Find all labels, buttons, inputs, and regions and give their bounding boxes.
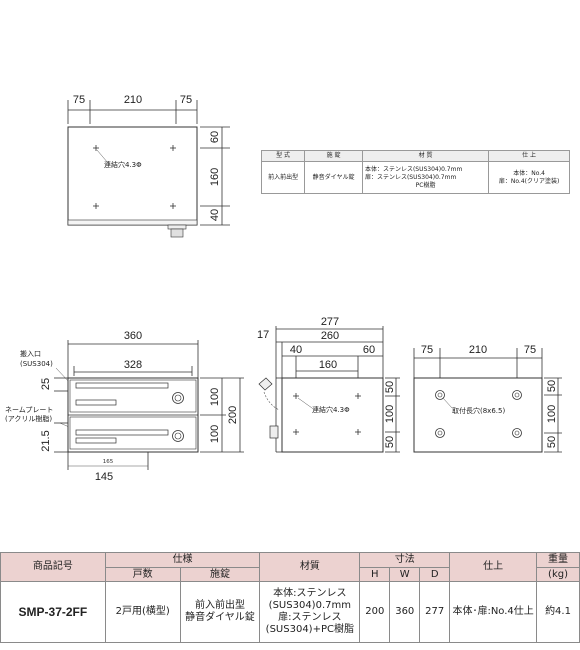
front-width-total: 360: [124, 330, 142, 342]
side-dim-160: 160: [319, 359, 337, 371]
spec-header-finish: 仕 上: [488, 150, 570, 162]
top-right-dim-3: 40: [209, 209, 221, 221]
product-code: SMP-37-2FF: [0, 581, 106, 643]
back-right-dim-3: 50: [546, 436, 558, 448]
spec-finish-line: 本体：No.4: [513, 169, 545, 177]
spec-finish-line: 扉：No.4(クリア塗装): [498, 177, 560, 185]
top-view: 75 210 75 連結穴4.3Φ 60 160 40: [67, 94, 230, 238]
header-h: H: [359, 567, 391, 582]
slot-label-2: (SUS304): [20, 360, 53, 368]
product-weight: 約4.1: [536, 581, 580, 643]
header-code: 商品記号: [0, 552, 106, 582]
header-units: 戸数: [104, 567, 181, 582]
front-height-total: 200: [227, 406, 239, 424]
spec-header-type: 型 式: [260, 150, 306, 162]
spec-table: 型 式 施 錠 材 質 仕 上 前入前出型 静音ダイヤル錠 本体：ステンレス(S…: [260, 150, 570, 194]
front-bottom-dim: 145: [95, 471, 113, 483]
plate-label-1: ネームプレート: [5, 406, 53, 414]
back-view: 75 210 75 取付長穴(8x6.5) 50 100 50: [413, 344, 562, 453]
back-right-dim-1: 50: [546, 380, 558, 392]
header-weight-unit: (kg): [536, 567, 580, 582]
header-size: 寸法: [359, 552, 451, 568]
side-right-dim-1: 50: [384, 381, 396, 393]
product-units: 2戸用(横型): [104, 581, 181, 643]
side-dim-260: 260: [321, 330, 339, 342]
technical-drawing: 75 210 75 連結穴4.3Φ 60 160 40 360 328: [5, 94, 562, 483]
top-right-dim-2: 160: [209, 168, 221, 186]
back-right-dim-2: 100: [546, 405, 558, 423]
top-dim-right: 75: [180, 94, 192, 106]
front-right-dim-1: 100: [209, 388, 221, 406]
product-material-line: (SUS304)0.7mm: [268, 600, 351, 611]
side-right-dim-2: 100: [384, 405, 396, 423]
header-weight: 重量: [536, 552, 580, 568]
product-finish: 本体･扉:No.4仕上: [449, 581, 538, 643]
product-h: 200: [359, 581, 391, 643]
product-material-line: (SUS304)+PC樹脂: [265, 624, 354, 635]
side-dim-17: 17: [257, 329, 269, 341]
product-table: 商品記号 仕様 材質 寸法 仕上 重量 戸数 施錠 H W D (kg) SMP…: [0, 552, 580, 643]
product-lock: 前入前出型 静音ダイヤル錠: [179, 581, 261, 643]
spec-material-line: 扉：ステンレス(SUS304)0.7mm: [364, 173, 457, 181]
product-lock-line: 前入前出型: [194, 600, 245, 611]
product-material-line: 本体:ステンレス: [273, 588, 347, 599]
header-d: D: [419, 567, 451, 582]
side-right-dim-3: 50: [384, 436, 396, 448]
top-right-dim-1: 60: [209, 131, 221, 143]
top-dim-center: 210: [124, 94, 142, 106]
side-hole-label: 連結穴4.3Φ: [312, 405, 350, 414]
header-w: W: [389, 567, 421, 582]
plate-label-2: (アクリル樹脂): [5, 414, 52, 423]
spec-header-lock: 施 錠: [304, 150, 363, 162]
header-finish: 仕上: [449, 552, 538, 582]
spec-header-material: 材 質: [361, 150, 490, 162]
product-material: 本体:ステンレス (SUS304)0.7mm 扉:ステンレス (SUS304)+…: [259, 581, 361, 643]
front-width-inner: 328: [124, 359, 142, 371]
spec-type: 前入前出型: [260, 161, 306, 194]
product-d: 277: [419, 581, 451, 643]
back-hole-label: 取付長穴(8x6.5): [452, 406, 505, 415]
product-w: 360: [389, 581, 421, 643]
front-right-dim-2: 100: [209, 425, 221, 443]
slot-label-1: 搬入口: [20, 349, 41, 358]
back-dim-center: 210: [469, 344, 487, 356]
spec-lock: 静音ダイヤル錠: [304, 161, 363, 194]
front-bottom-small: 165: [103, 459, 114, 465]
side-view: 17 277 260 40 60 160 連結穴4.3Φ: [257, 316, 400, 453]
table-row: SMP-37-2FF 2戸用(横型) 前入前出型 静音ダイヤル錠 本体:ステンレ…: [0, 581, 580, 643]
side-dim-60: 60: [363, 344, 375, 356]
top-hole-label: 連結穴4.3Φ: [104, 160, 142, 169]
spec-finish: 本体：No.4 扉：No.4(クリア塗装): [488, 161, 570, 194]
spec-material-line: 本体：ステンレス(SUS304)0.7mm: [364, 165, 463, 173]
back-dim-right: 75: [524, 344, 536, 356]
back-dim-left: 75: [421, 344, 433, 356]
product-lock-line: 静音ダイヤル錠: [185, 612, 255, 623]
spec-material-line: PC樹脂: [415, 181, 436, 189]
side-dim-40: 40: [290, 344, 302, 356]
front-left-dim-1: 25: [40, 378, 52, 390]
spec-material: 本体：ステンレス(SUS304)0.7mm 扉：ステンレス(SUS304)0.7…: [361, 161, 490, 194]
side-dim-277: 277: [321, 316, 339, 328]
product-material-line: 扉:ステンレス: [278, 612, 342, 623]
front-left-dim-2: 21.5: [40, 430, 52, 451]
header-material: 材質: [259, 552, 361, 582]
front-view: 360 328 搬入口 (SUS304) ネームプレート (アクリル樹脂) 25…: [5, 330, 244, 483]
header-spec: 仕様: [104, 552, 261, 568]
top-dim-left: 75: [73, 94, 85, 106]
header-lock: 施錠: [179, 567, 261, 582]
